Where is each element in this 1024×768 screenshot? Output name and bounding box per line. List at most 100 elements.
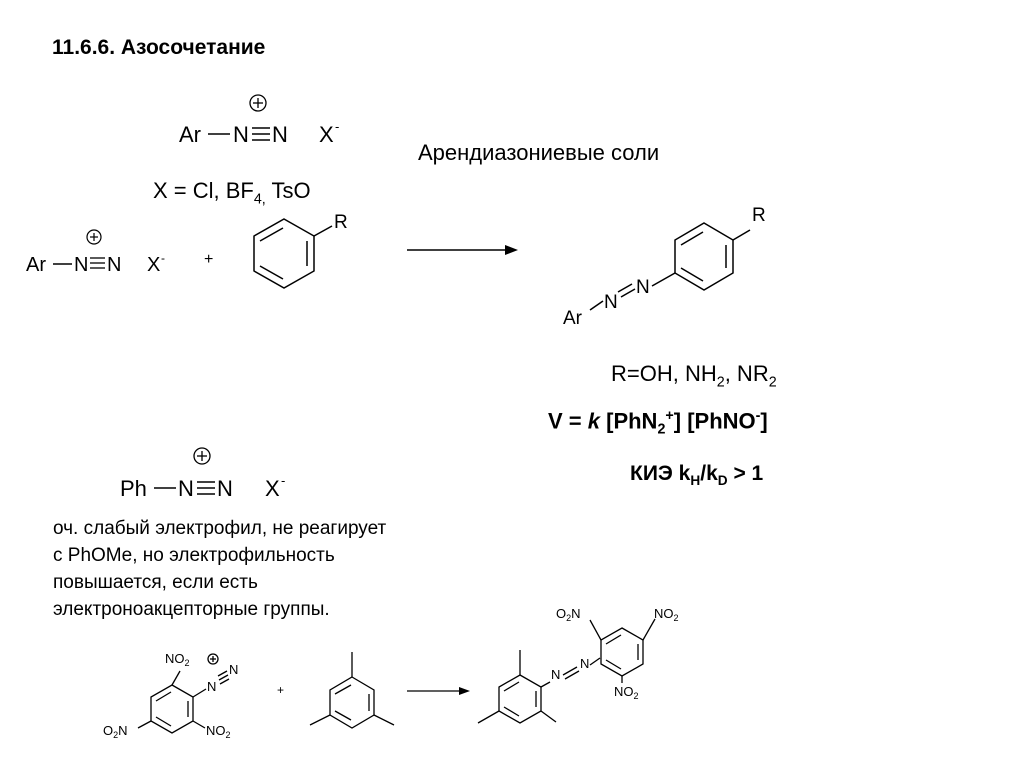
- aryl-label: Ar: [179, 122, 201, 147]
- nitro-label: NO2: [654, 606, 679, 623]
- nitro-label: O2N: [103, 723, 128, 740]
- note-line: повышается, если есть: [53, 572, 258, 593]
- azo-coupling-product: [477, 618, 656, 724]
- anion-label: X: [147, 254, 160, 276]
- nitrogen-label: N: [233, 122, 249, 147]
- nitrogen-label: N: [551, 667, 560, 682]
- azo-double-bond: [620, 288, 636, 298]
- substituent-bond: [732, 229, 751, 241]
- positive-charge-icon: [207, 653, 219, 665]
- rate-eq-v: V =: [548, 408, 588, 434]
- general-diazonium-structure: Ar N N X -: [179, 94, 339, 147]
- nitrogen-label: N: [636, 277, 650, 298]
- note-line: с PhOMe, но электрофильность: [53, 545, 335, 566]
- anion-definition-subscript: 4,: [253, 191, 266, 208]
- substituent-r-label: R: [334, 212, 348, 233]
- kie-sub-d: D: [717, 473, 728, 489]
- triple-bond-line: [218, 674, 229, 681]
- plus-sign: +: [204, 251, 213, 268]
- azo-double-bond: [617, 283, 633, 293]
- positive-charge-icon: [86, 229, 102, 245]
- double-bond: [259, 227, 284, 242]
- r-def-part2: , NR: [724, 361, 769, 386]
- double-bond: [334, 684, 352, 695]
- section-heading: 11.6.6. Азосочетание: [52, 36, 266, 59]
- anion-charge: -: [281, 473, 285, 488]
- nitro-bond: [192, 720, 206, 729]
- kinetic-isotope-effect: КИЭ kH/kD > 1: [630, 462, 763, 488]
- rate-eq-part2: ] [PhNO: [673, 408, 756, 434]
- nitro-bond: [171, 670, 181, 686]
- anion-definition-prefix: X = Cl, BF: [153, 178, 254, 203]
- nitrogen-label: N: [207, 679, 216, 694]
- anion-charge: -: [335, 119, 339, 134]
- substituted-benzene: [253, 218, 333, 289]
- nitro-bond: [642, 618, 656, 641]
- nitro-label: O2N: [556, 606, 581, 623]
- reaction1-diazonium: Ar N N X - +: [26, 229, 213, 276]
- positive-charge-icon: [193, 447, 211, 465]
- azo-double-bond: [562, 666, 578, 676]
- note-line: электроноакцепторные группы.: [53, 599, 330, 620]
- benzene-ring: [253, 218, 315, 289]
- double-bond: [680, 267, 704, 282]
- nitrogen-label: N: [178, 476, 194, 501]
- picryl-ring: [600, 627, 644, 677]
- double-bond: [503, 706, 520, 717]
- kie-slash: /k: [700, 462, 718, 485]
- note-line: оч. слабый электрофил, не реагирует: [53, 518, 387, 539]
- picryl-labels: NO2 N N NO2 O2N +: [103, 651, 284, 740]
- plus-sign: +: [277, 683, 284, 697]
- nitrogen-label: N: [107, 254, 121, 276]
- phenyl-diazonium-structure: Ph N N X -: [120, 447, 285, 501]
- r-def-sub1: 2: [716, 374, 725, 391]
- anion-definition-suffix: TsO: [265, 178, 311, 203]
- double-bond: [155, 716, 172, 727]
- anion-definition: X = Cl, BF4, TsO: [153, 178, 311, 207]
- nitrogen-label: N: [272, 122, 288, 147]
- nitro-label: NO2: [206, 723, 231, 740]
- azo-bond: [589, 657, 601, 666]
- anion-charge: -: [161, 251, 165, 265]
- ring-nitrogen-bond: [651, 272, 676, 287]
- rate-eq-part1: [PhN: [600, 408, 658, 434]
- substituent-bond: [313, 225, 333, 237]
- diazonium-salts-label: Арендиазониевые соли: [418, 140, 660, 165]
- methyl-bond: [477, 710, 500, 724]
- substituent-r-label: R: [752, 205, 766, 226]
- kie-label: КИЭ k: [630, 462, 691, 485]
- diazo-bond: [192, 688, 207, 698]
- nitro-bond: [589, 619, 602, 641]
- azo-product-labels: R N N Ar: [563, 205, 766, 329]
- nitrogen-label: N: [580, 656, 589, 671]
- triple-bond-line: [217, 670, 228, 677]
- nitrogen-label: N: [217, 476, 233, 501]
- double-bond: [259, 265, 284, 280]
- phenyl-label: Ph: [120, 476, 147, 501]
- benzene-ring: [150, 684, 194, 734]
- rate-eq-part3: ]: [760, 408, 768, 434]
- aryl-nitrogen-bond: [589, 300, 604, 311]
- electrophile-note: оч. слабый электрофил, не реагирует с Ph…: [53, 515, 473, 623]
- methyl-bond: [373, 714, 395, 726]
- methyl-bond: [540, 710, 557, 723]
- nitrogen-label: N: [74, 254, 88, 276]
- rate-eq-k: k: [587, 408, 600, 434]
- product-labels: N N O2N NO2 NO2: [551, 606, 679, 701]
- kie-sub-h: H: [690, 473, 701, 489]
- double-bond: [334, 710, 352, 721]
- aryl-label: Ar: [26, 254, 46, 276]
- kie-tail: > 1: [727, 462, 764, 485]
- mesitylene: [309, 652, 395, 729]
- aryl-label: Ar: [563, 308, 583, 329]
- picryl-diazonium: [137, 653, 230, 734]
- nitrogen-label: N: [229, 662, 238, 677]
- double-bond: [680, 231, 704, 246]
- rate-eq-sup2: -: [755, 408, 761, 424]
- substituent-definition: R=OH, NH2, NR2: [611, 361, 777, 390]
- benzene-ring: [329, 676, 375, 729]
- azo-bond: [540, 681, 551, 688]
- double-bond: [605, 634, 622, 645]
- rate-eq-sub: 2: [657, 421, 666, 438]
